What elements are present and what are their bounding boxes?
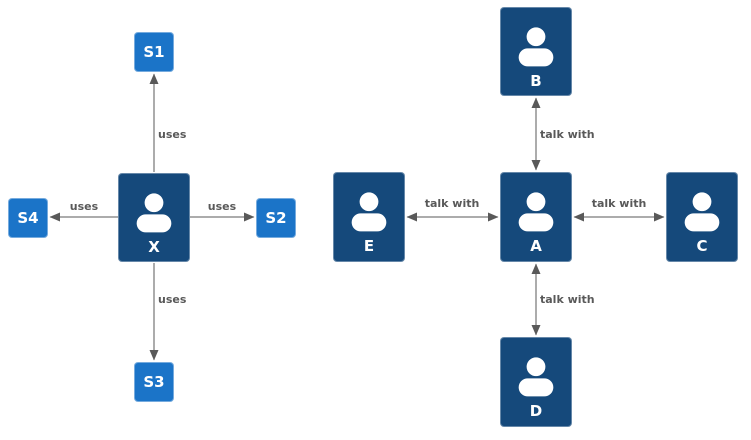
- edge-label-A-D: talk with: [538, 293, 597, 307]
- node-label-A: A: [530, 237, 542, 255]
- node-label-S1: S1: [143, 43, 165, 61]
- person-node-B: B: [500, 7, 572, 96]
- edge-label-X-S3: uses: [156, 293, 189, 307]
- node-label-S3: S3: [143, 373, 165, 391]
- person-node-X: X: [118, 173, 190, 262]
- person-node-C: C: [666, 172, 738, 262]
- node-label-D: D: [529, 402, 543, 420]
- person-icon: [518, 192, 554, 232]
- edge-label-B-A: talk with: [538, 128, 597, 142]
- node-label-S2: S2: [265, 209, 287, 227]
- edge-label-A-C: talk with: [589, 197, 649, 211]
- edge-label-X-S4: uses: [67, 200, 101, 214]
- edge-label-E-A: talk with: [422, 197, 482, 211]
- node-label-E: E: [363, 237, 375, 255]
- person-icon: [136, 193, 172, 233]
- person-icon: [684, 192, 720, 232]
- person-node-D: D: [500, 337, 572, 427]
- person-icon: [518, 27, 554, 67]
- node-label-C: C: [696, 237, 708, 255]
- edge-label-X-S2: uses: [205, 200, 239, 214]
- person-icon: [518, 357, 554, 397]
- person-icon: [351, 192, 387, 232]
- system-node-S2: S2: [256, 198, 296, 238]
- person-node-A: A: [500, 172, 572, 262]
- edge-label-X-S1: uses: [156, 128, 189, 142]
- person-node-E: E: [333, 172, 405, 262]
- system-node-S4: S4: [8, 198, 48, 238]
- node-label-X: X: [148, 238, 160, 256]
- system-node-S3: S3: [134, 362, 174, 402]
- system-node-S1: S1: [134, 32, 174, 72]
- node-label-B: B: [530, 72, 542, 90]
- node-label-S4: S4: [17, 209, 39, 227]
